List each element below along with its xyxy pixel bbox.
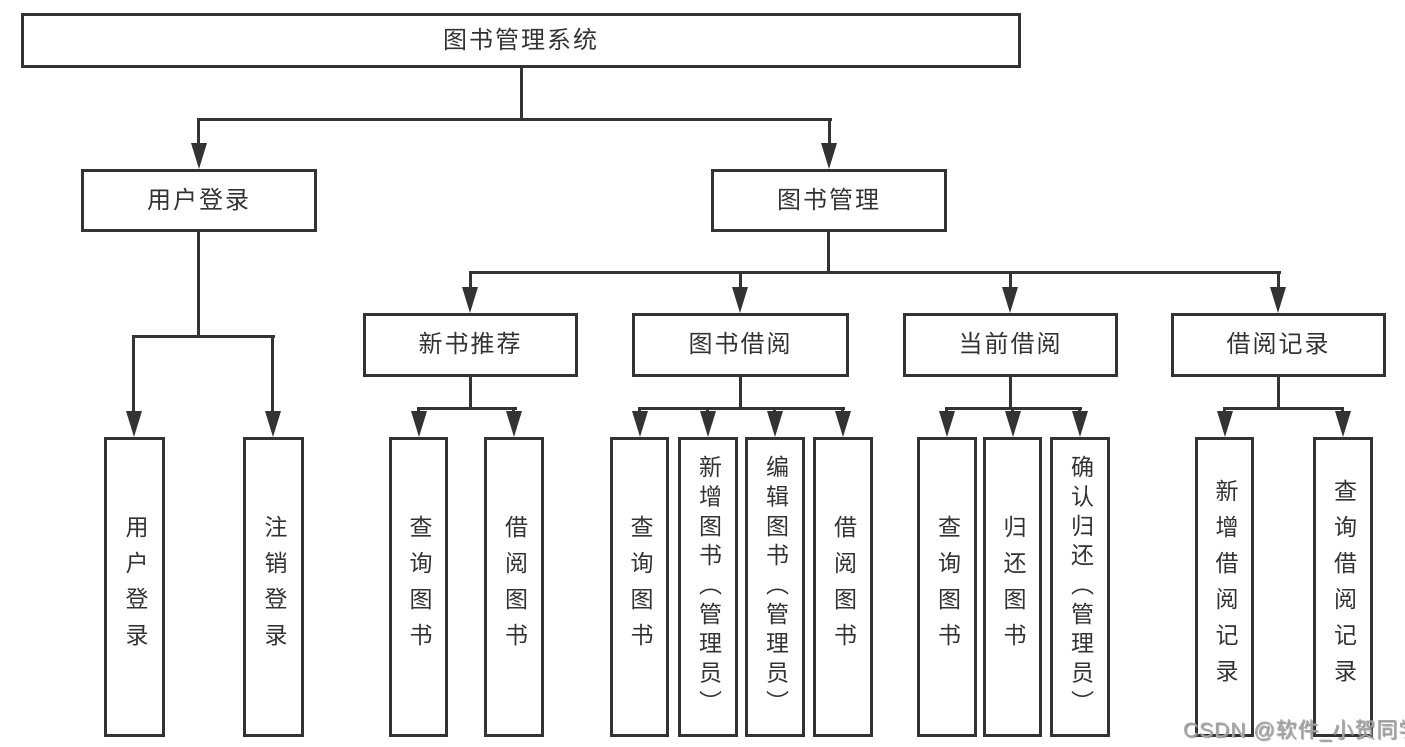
arrow-down-icon — [1335, 411, 1351, 437]
node-user-login: 用户登录 — [81, 169, 317, 232]
node-borrowing-records: 借阅记录 — [1171, 313, 1386, 377]
connector-line — [469, 376, 472, 409]
connector-line — [827, 231, 830, 274]
node-label-root: 图书管理系统 — [443, 26, 599, 54]
node-leaf-confirm-return-admin: 确认归还（管理员） — [1050, 437, 1110, 737]
node-label-book-management: 图书管理 — [777, 186, 881, 214]
node-leaf-query-books-current: 查询图书 — [917, 437, 977, 737]
connector-line — [198, 118, 832, 121]
node-leaf-query-books-borrowing: 查询图书 — [610, 437, 669, 737]
arrow-down-icon — [632, 411, 648, 437]
node-leaf-borrow-books-recommend: 借阅图书 — [484, 437, 544, 737]
connector-line — [1277, 271, 1280, 293]
arrow-down-icon — [767, 411, 783, 437]
arrow-down-icon — [265, 411, 281, 437]
connector-line — [417, 407, 517, 410]
connector-line — [1277, 376, 1280, 409]
node-label-leaf-return-books: 归还图书 — [1000, 515, 1026, 659]
connector-line — [1223, 407, 1344, 410]
arrow-down-icon — [191, 143, 207, 169]
arrow-down-icon — [1002, 287, 1018, 313]
node-label-leaf-confirm-return-admin: 确认归还（管理员） — [1067, 455, 1094, 719]
node-new-book-recommendation: 新书推荐 — [363, 313, 578, 377]
node-leaf-logout: 注销登录 — [243, 437, 304, 737]
node-leaf-borrow-books-borrowing: 借阅图书 — [813, 437, 873, 737]
arrow-down-icon — [126, 411, 142, 437]
node-leaf-add-books-admin: 新增图书（管理员） — [678, 437, 738, 737]
arrow-down-icon — [835, 411, 851, 437]
node-leaf-add-borrow-record: 新增借阅记录 — [1195, 437, 1254, 737]
node-label-leaf-edit-books-admin: 编辑图书（管理员） — [762, 455, 789, 719]
node-leaf-query-books-recommend: 查询图书 — [389, 437, 448, 737]
connector-line — [1009, 376, 1012, 409]
node-label-leaf-logout: 注销登录 — [261, 515, 287, 659]
arrow-down-icon — [411, 411, 427, 437]
connector-line — [197, 118, 200, 150]
connector-line — [469, 271, 472, 293]
node-label-book-borrowing: 图书借阅 — [688, 331, 793, 358]
connector-line — [1009, 271, 1012, 293]
node-book-borrowing: 图书借阅 — [632, 313, 849, 377]
node-label-new-book-recommendation: 新书推荐 — [418, 331, 523, 358]
arrow-down-icon — [462, 287, 478, 313]
arrow-down-icon — [700, 411, 716, 437]
arrow-down-icon — [1072, 411, 1088, 437]
arrow-down-icon — [732, 287, 748, 313]
arrow-down-icon — [939, 411, 955, 437]
connector-line — [638, 407, 845, 410]
connector-line — [469, 271, 1281, 274]
node-leaf-edit-books-admin: 编辑图书（管理员） — [745, 437, 805, 737]
node-label-current-borrowing: 当前借阅 — [958, 331, 1063, 358]
node-label-borrowing-records: 借阅记录 — [1226, 331, 1331, 358]
node-leaf-return-books: 归还图书 — [983, 437, 1042, 737]
node-root: 图书管理系统 — [21, 13, 1021, 68]
connector-line — [520, 67, 523, 121]
node-label-leaf-borrow-books-recommend: 借阅图书 — [501, 515, 528, 659]
connector-line — [271, 335, 274, 415]
node-label-leaf-query-books-recommend: 查询图书 — [406, 515, 432, 659]
node-label-user-login: 用户登录 — [147, 186, 251, 214]
node-current-borrowing: 当前借阅 — [903, 313, 1118, 377]
arrow-down-icon — [506, 411, 522, 437]
arrow-down-icon — [1270, 287, 1286, 313]
arrow-down-icon — [1217, 411, 1233, 437]
connector-line — [133, 335, 275, 338]
arrow-down-icon — [821, 143, 837, 169]
node-label-leaf-add-borrow-record: 新增借阅记录 — [1212, 479, 1238, 695]
connector-line — [828, 118, 831, 150]
node-leaf-query-borrow-record: 查询借阅记录 — [1313, 437, 1373, 737]
connector-line — [132, 335, 135, 415]
arrow-down-icon — [1005, 411, 1021, 437]
node-label-leaf-query-books-current: 查询图书 — [934, 515, 961, 659]
node-label-leaf-query-borrow-record: 查询借阅记录 — [1330, 479, 1357, 695]
connector-line — [197, 231, 200, 338]
connector-line — [739, 376, 742, 409]
node-label-leaf-query-books-borrowing: 查询图书 — [627, 515, 653, 659]
connector-line — [739, 271, 742, 293]
node-label-leaf-borrow-books-borrowing: 借阅图书 — [830, 515, 857, 659]
csdn-watermark: CSDN @软件_小贺同学 — [1183, 719, 1405, 742]
node-book-management: 图书管理 — [711, 169, 947, 232]
node-leaf-user-login: 用户登录 — [104, 437, 165, 737]
node-label-leaf-user-login: 用户登录 — [122, 515, 148, 659]
node-label-leaf-add-books-admin: 新增图书（管理员） — [695, 455, 722, 719]
